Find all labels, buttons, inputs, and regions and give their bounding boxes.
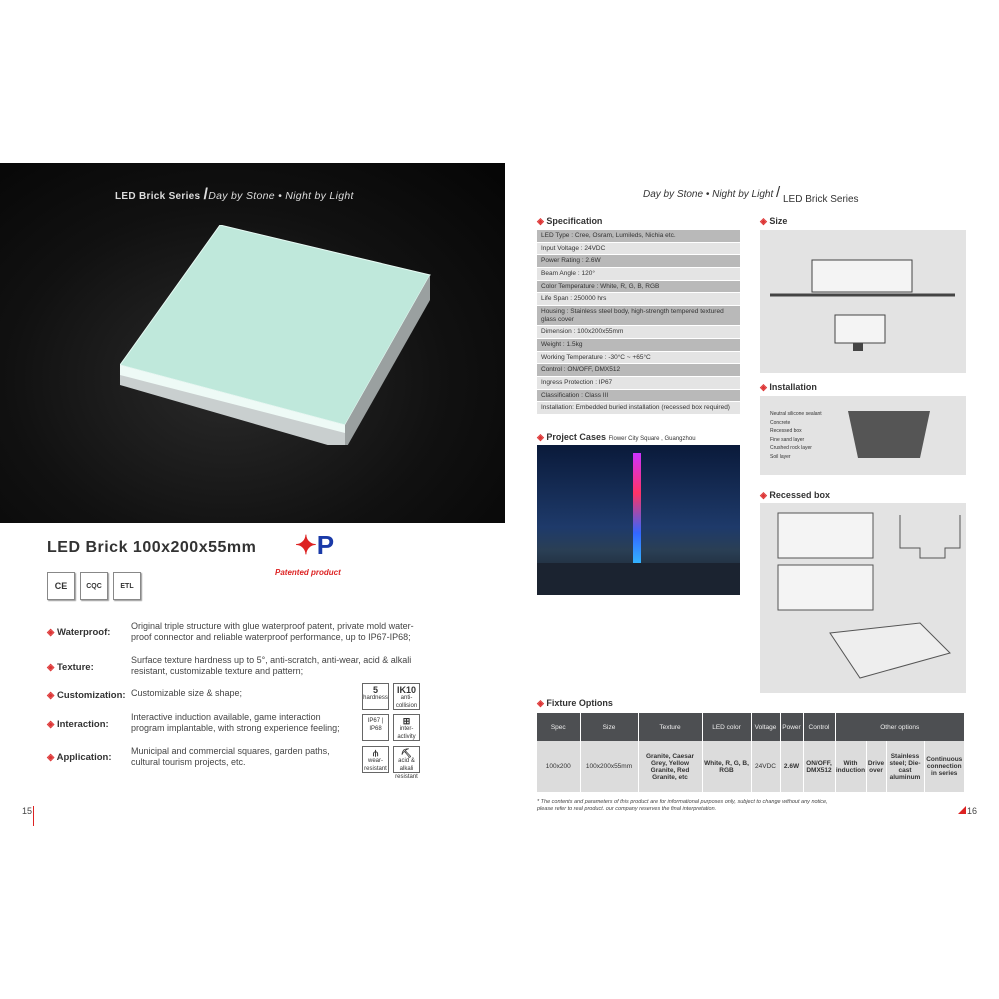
wear-resistant-badge: ⫛wear-resistant: [362, 746, 389, 773]
patent-logo: ✦P: [295, 530, 335, 560]
feature-label-application: Application:: [47, 752, 112, 763]
fixture-options-table: Spec Size Texture LED color Voltage Powe…: [537, 713, 965, 792]
page-number-right: 16: [967, 806, 978, 816]
cell: 100x200x55mm: [580, 741, 639, 792]
feature-label-texture: Texture:: [47, 662, 94, 673]
column-header: Other options: [835, 713, 965, 741]
ip-rating-badge: IP67 | IP68: [362, 714, 389, 741]
column-header: LED color: [702, 713, 752, 741]
fixture-options-heading: Fixture Options: [537, 698, 613, 709]
column-header: Power: [780, 713, 804, 741]
spec-row: Power Rating : 2.6W: [537, 255, 740, 269]
spec-row: Ingress Protection : IP67: [537, 376, 740, 390]
page-number-left: 15: [22, 806, 33, 816]
acid-alkali-badge: ⛏acid & alkali resistant: [393, 746, 420, 780]
size-heading: Size: [760, 216, 787, 227]
spec-row: Dimension : 100x200x55mm: [537, 326, 740, 339]
spec-row: Life Span : 250000 hrs: [537, 293, 740, 307]
cell: With induction: [835, 741, 867, 792]
cell: 24VDC: [751, 741, 781, 792]
cell: Continuous connection in series: [924, 741, 965, 792]
layer-label: Recessed box: [770, 428, 802, 434]
cell: Drive over: [866, 741, 887, 792]
spec-row: Input Voltage : 24VDC: [537, 242, 740, 256]
spec-row: Housing : Stainless steel body, high-str…: [537, 306, 740, 327]
brick-illustration: [119, 224, 440, 450]
feature-label-customization: Customization:: [47, 690, 126, 701]
disclaimer-note: * The contents and parameters of this pr…: [537, 799, 828, 812]
interactivity-badge: ⊞inter-activity: [393, 714, 420, 741]
page-header: Day by Stone • Night by Light / LED Bric…: [643, 184, 859, 205]
column-header: Voltage: [751, 713, 781, 741]
installation-heading: Installation: [760, 382, 817, 393]
spec-row: Color Temperature : White, R, G, B, RGB: [537, 280, 740, 294]
spec-row: Installation: Embedded buried installati…: [537, 402, 740, 415]
layer-label: Neutral silicone sealant: [770, 411, 822, 417]
layer-label: Crushed rock layer: [770, 445, 812, 451]
cell: 100x200: [537, 741, 581, 792]
page-marker: [33, 806, 34, 826]
etl-mark-icon: ETL: [113, 572, 141, 600]
project-photo: [537, 445, 740, 595]
installation-drawing: Neutral silicone sealant Concrete Recess…: [760, 396, 966, 475]
cell: 2.6W: [780, 741, 804, 792]
spec-row: Classification : Class III: [537, 389, 740, 403]
feature-label-waterproof: Waterproof:: [47, 627, 110, 638]
table-row: 100x200 100x200x55mm Granite, Caesar Gre…: [537, 741, 965, 792]
project-cases-heading: Project Cases Flower City Square , Guang…: [537, 432, 695, 443]
feature-text-waterproof: Original triple structure with glue wate…: [131, 621, 414, 642]
feature-text-texture: Surface texture hardness up to 5°, anti-…: [131, 655, 412, 676]
feature-text-customization: Customizable size & shape;: [131, 688, 243, 698]
cell: Stainless steel; Die-cast aluminum: [886, 741, 925, 792]
page-corner-marker: [958, 806, 966, 814]
layer-label: Fine sand layer: [770, 436, 805, 443]
layer-label: Soil layer: [770, 453, 791, 460]
column-header: Control: [803, 713, 836, 741]
cqc-mark-icon: CQC: [80, 572, 108, 600]
layer-label: Concrete: [770, 419, 791, 426]
specification-table: LED Type : Cree, Osram, Lumileds, Nichia…: [537, 230, 740, 415]
feature-text-application: Municipal and commercial squares, garden…: [131, 746, 330, 767]
product-title: LED Brick 100x200x55mm: [47, 539, 257, 556]
recessed-box-heading: Recessed box: [760, 490, 830, 501]
spec-row: Working Temperature : -30°C ~ +65°C: [537, 351, 740, 365]
spec-row: Weight : 1.5kg: [537, 338, 740, 352]
spec-row: LED Type : Cree, Osram, Lumileds, Nichia…: [537, 230, 740, 243]
feature-text-interaction: Interactive induction available, game in…: [131, 712, 340, 733]
hero-tagline: LED Brick Series /Day by Stone • Night b…: [115, 186, 354, 203]
cell: ON/OFF, DMX512: [803, 741, 836, 792]
ce-mark-icon: CE: [47, 572, 75, 600]
column-header: Size: [580, 713, 639, 741]
feature-label-interaction: Interaction:: [47, 719, 109, 730]
size-drawing: [760, 230, 966, 373]
cell: White, R, G, B, RGB: [702, 741, 752, 792]
column-header: Texture: [638, 713, 703, 741]
spec-row: Control : ON/OFF, DMX512: [537, 364, 740, 377]
column-header: Spec: [537, 713, 581, 741]
patent-label: Patented product: [275, 568, 341, 577]
spec-row: Beam Angle : 120°: [537, 268, 740, 281]
cell: Granite, Caesar Grey, Yellow Granite, Re…: [638, 741, 703, 792]
specification-heading: Specification: [537, 216, 602, 227]
recessed-box-drawing: [760, 503, 966, 693]
